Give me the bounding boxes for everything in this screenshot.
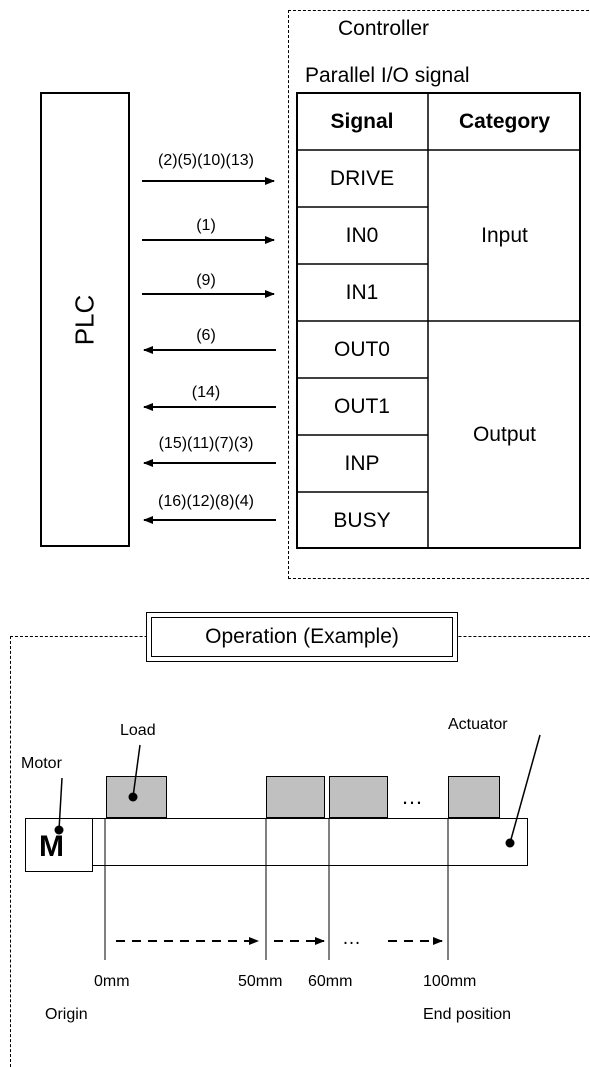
plc-box: [40, 92, 130, 547]
load-block: [448, 776, 500, 818]
signal-in1: IN1: [345, 280, 379, 304]
end-position-label: End position: [423, 1006, 512, 1023]
motor-leader: [58, 777, 63, 831]
load-block: [266, 776, 325, 818]
position-label-100mm: 100mm: [423, 973, 477, 990]
actuator-body: [92, 818, 528, 866]
arrow-label: (2)(5)(10)(13): [157, 152, 255, 169]
load-leader-dot: [128, 792, 138, 802]
header-signal: Signal: [330, 110, 394, 133]
arrow-label: (14): [191, 384, 221, 401]
arrow-label: (1): [196, 217, 216, 234]
header-category: Category: [458, 110, 551, 133]
motor-label: Motor: [21, 755, 62, 772]
actuator-label: Actuator: [448, 716, 508, 733]
motor-symbol: M: [39, 830, 64, 863]
signal-out0: OUT0: [333, 337, 390, 361]
arrow-label: (6): [196, 327, 216, 344]
move-ellipsis: …: [342, 928, 361, 949]
position-label-50mm: 50mm: [238, 973, 283, 990]
operation-title-box: [146, 612, 458, 662]
arrow-label: (15)(11)(7)(3): [158, 435, 254, 452]
load-leader: [132, 744, 141, 798]
signal-out1: OUT1: [333, 394, 390, 418]
signal-in0: IN0: [345, 223, 379, 247]
category-output: Output: [472, 423, 537, 446]
category-input: Input: [481, 223, 528, 247]
parallel-io-title: Parallel I/O signal: [305, 64, 470, 87]
signal-table-grid: [296, 92, 581, 549]
origin-label: Origin: [45, 1006, 88, 1023]
load-block: [329, 776, 388, 818]
controller-boundary: [288, 10, 590, 579]
load-label: Load: [120, 722, 156, 739]
signal-inp: INP: [344, 451, 380, 475]
actuator-leader: [509, 734, 541, 844]
controller-title: Controller: [338, 17, 430, 40]
operation-title: Operation (Example): [205, 625, 399, 648]
position-label-0mm: 0mm: [94, 973, 130, 990]
motor-leader-dot: [54, 825, 64, 835]
position-label-60mm: 60mm: [308, 973, 353, 990]
load-ellipsis: …: [401, 784, 423, 809]
signal-drive: DRIVE: [329, 166, 395, 190]
signal-busy: BUSY: [333, 508, 391, 532]
arrow-label: (16)(12)(8)(4): [157, 493, 255, 510]
signal-arrows: [142, 177, 276, 524]
actuator-leader-dot: [505, 838, 515, 848]
arrow-label: (9): [196, 272, 216, 289]
